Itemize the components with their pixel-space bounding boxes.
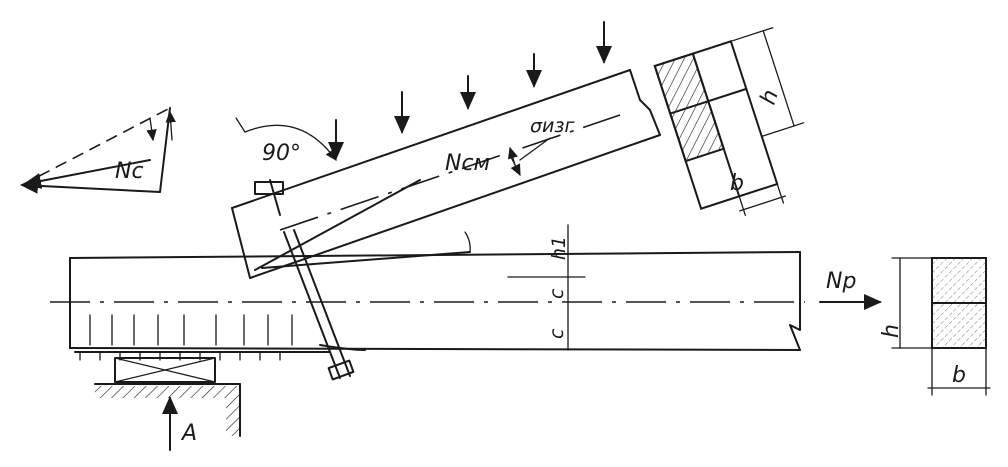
nail-row xyxy=(79,351,281,361)
through-bolt xyxy=(283,229,366,381)
angle-label: 90° xyxy=(262,141,301,166)
section-top-h-label: h xyxy=(756,87,784,108)
bearing-lines xyxy=(89,314,293,346)
support: A xyxy=(74,351,331,451)
bolt-washer-top xyxy=(254,181,284,195)
rafter-section xyxy=(653,27,805,217)
force-triangle: Nc xyxy=(20,107,176,194)
c-upper-label: c xyxy=(546,288,568,299)
bending-stress-label: σизг xyxy=(530,115,575,137)
c-lower-label: c xyxy=(546,328,568,339)
section-right-b-label: b xyxy=(952,363,966,388)
section-right-h-label: h xyxy=(879,324,904,338)
h1-label: h1 xyxy=(548,236,570,260)
rafter-force-label: Nсм xyxy=(445,151,490,176)
tie-beam: h1 c c Np xyxy=(50,224,882,351)
section-top-b-label: b xyxy=(730,171,744,196)
rafter: 90° Nсм σизг xyxy=(231,21,661,279)
nc-label: Nc xyxy=(115,159,144,184)
tie-section: h b xyxy=(879,257,991,396)
np-label: Np xyxy=(826,269,856,294)
a-label: A xyxy=(180,421,197,446)
